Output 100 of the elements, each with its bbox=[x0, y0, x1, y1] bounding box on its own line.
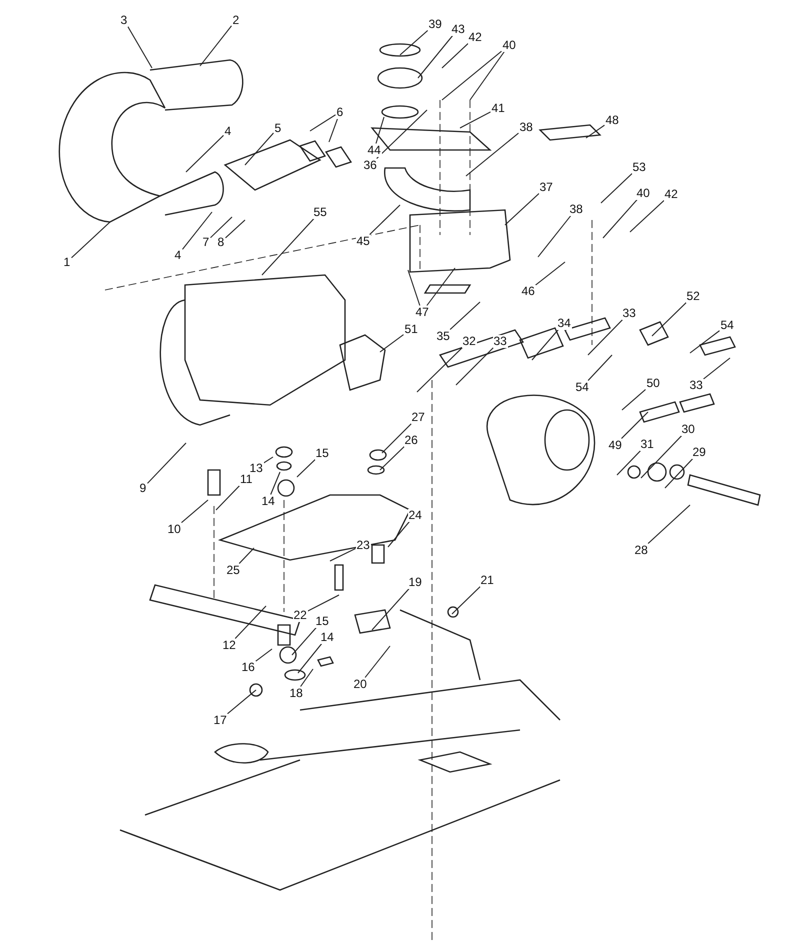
callout-number: 34 bbox=[556, 316, 572, 330]
leader-line bbox=[442, 50, 502, 100]
callout-number: 40 bbox=[636, 186, 651, 200]
callout-number: 25 bbox=[226, 564, 241, 576]
callout-number: 48 bbox=[604, 114, 620, 126]
callout-number: 42 bbox=[468, 30, 483, 44]
leader-line bbox=[310, 114, 336, 132]
callout-number: 24 bbox=[408, 508, 423, 522]
callout-number: 51 bbox=[404, 322, 419, 336]
leader-line bbox=[147, 442, 186, 484]
leader-line bbox=[538, 215, 572, 258]
callout-number: 12 bbox=[222, 638, 237, 652]
leader-line bbox=[418, 35, 454, 78]
leader-line bbox=[450, 302, 480, 330]
callout-number: 20 bbox=[352, 678, 368, 690]
callout-number: 22 bbox=[292, 608, 308, 622]
callout-number: 14 bbox=[320, 630, 335, 644]
leader-line bbox=[181, 500, 208, 524]
callout-number: 16 bbox=[240, 660, 256, 674]
callout-number: 18 bbox=[288, 686, 304, 700]
callout-number: 15 bbox=[314, 446, 330, 460]
callout-number: 10 bbox=[166, 522, 182, 536]
callout-number: 8 bbox=[216, 236, 226, 248]
callout-number: 36 bbox=[362, 158, 378, 172]
leader-line bbox=[703, 358, 730, 380]
leader-line bbox=[416, 347, 463, 392]
leader-line bbox=[307, 594, 340, 612]
callout-number: 54 bbox=[574, 380, 590, 394]
callout-number: 3 bbox=[120, 14, 128, 26]
leader-line bbox=[186, 134, 224, 172]
callout-number: 28 bbox=[634, 544, 649, 556]
leader-line bbox=[225, 220, 246, 238]
callout-number: 49 bbox=[608, 438, 623, 452]
leader-line bbox=[621, 412, 648, 439]
leader-line bbox=[602, 199, 638, 238]
leader-line bbox=[182, 212, 212, 250]
leader-line bbox=[600, 173, 633, 204]
callout-number: 33 bbox=[622, 306, 637, 320]
leader-line bbox=[470, 51, 505, 100]
leader-line bbox=[227, 690, 256, 714]
leader-line bbox=[200, 25, 232, 66]
leader-line bbox=[234, 606, 266, 639]
callout-number: 11 bbox=[239, 472, 254, 486]
leader-line bbox=[210, 216, 232, 238]
callout-number: 15 bbox=[314, 614, 330, 628]
callout-number: 42 bbox=[664, 188, 679, 200]
callout-number: 44 bbox=[366, 144, 382, 156]
callout-number: 52 bbox=[686, 290, 701, 302]
leader-line bbox=[452, 586, 481, 614]
leader-line bbox=[216, 485, 240, 510]
leader-line bbox=[456, 347, 494, 386]
leader-line bbox=[388, 521, 410, 548]
callout-number: 4 bbox=[174, 248, 182, 262]
leader-line bbox=[588, 319, 624, 356]
leader-line bbox=[504, 193, 540, 226]
callout-number: 7 bbox=[202, 236, 210, 248]
leader-line bbox=[535, 262, 566, 286]
callout-number: 31 bbox=[640, 438, 655, 450]
leader-line bbox=[244, 132, 274, 166]
leader-line bbox=[616, 450, 642, 476]
leader-line bbox=[588, 354, 612, 381]
callout-number: 32 bbox=[462, 334, 477, 348]
leader-line bbox=[298, 643, 322, 674]
callout-number: 33 bbox=[688, 378, 704, 392]
callout-number: 43 bbox=[450, 22, 466, 36]
leader-line bbox=[296, 459, 316, 478]
callout-number: 53 bbox=[632, 160, 647, 174]
leader-line bbox=[364, 646, 390, 678]
leader-line bbox=[255, 648, 272, 662]
callout-number: 29 bbox=[692, 446, 707, 458]
callout-number: 30 bbox=[680, 422, 696, 436]
callout-number: 35 bbox=[436, 330, 451, 342]
callout-number: 14 bbox=[260, 494, 276, 508]
leader-line bbox=[690, 330, 720, 354]
leader-line bbox=[408, 270, 420, 306]
leader-line bbox=[376, 116, 384, 144]
leader-line bbox=[648, 504, 690, 544]
leader-line bbox=[330, 548, 356, 562]
callout-number: 26 bbox=[404, 434, 419, 446]
leader-line bbox=[372, 588, 410, 630]
leader-line bbox=[262, 218, 314, 276]
leader-line bbox=[382, 423, 412, 454]
leader-line bbox=[466, 132, 519, 176]
callout-number: 2 bbox=[232, 14, 240, 26]
callout-number: 40 bbox=[502, 38, 517, 52]
callout-number: 38 bbox=[568, 202, 584, 216]
callout-number: 4 bbox=[224, 124, 232, 138]
leader-line bbox=[300, 668, 314, 687]
leader-line bbox=[376, 110, 428, 159]
callout-number: 38 bbox=[518, 120, 534, 134]
callout-number: 47 bbox=[414, 306, 430, 318]
callout-number: 55 bbox=[312, 206, 328, 218]
leader-line bbox=[400, 30, 428, 56]
leader-line bbox=[460, 111, 491, 128]
leader-line bbox=[263, 456, 274, 464]
leader-line bbox=[532, 329, 559, 360]
callout-number: 46 bbox=[520, 284, 536, 298]
callout-number: 39 bbox=[428, 18, 443, 30]
callout-number: 41 bbox=[490, 102, 506, 114]
callout-number: 5 bbox=[274, 122, 282, 134]
